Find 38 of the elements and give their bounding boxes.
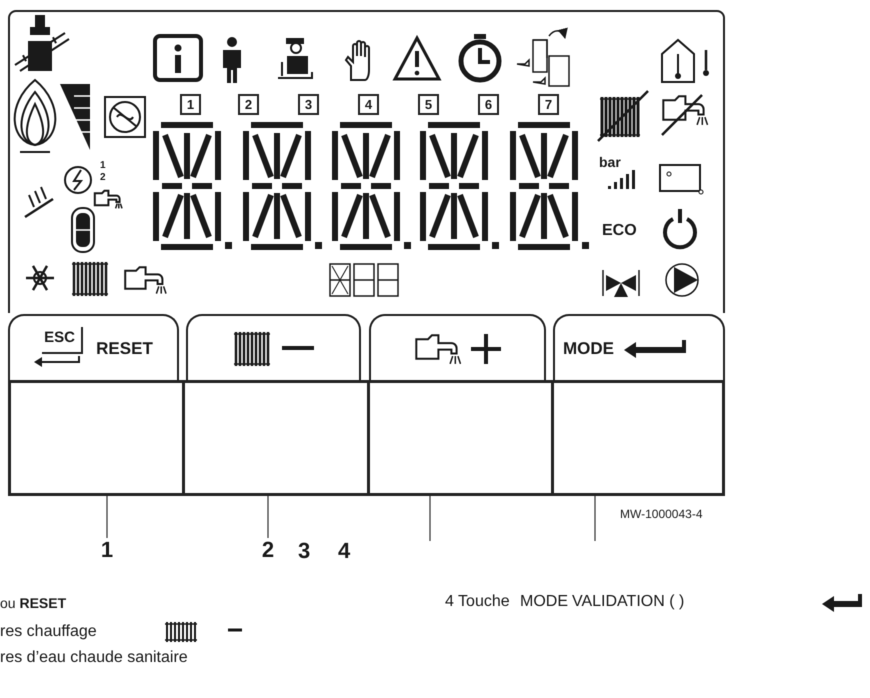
esc-key: ESC [42,326,83,354]
level-number: 2 [100,173,106,183]
segment-number: 4 [358,94,379,115]
segment-number: 2 [238,94,259,115]
legend-text: res chauffage [0,624,97,640]
button-label: MODE [563,338,614,358]
button-area [8,380,185,496]
button-label: RESET [96,338,153,358]
legend-text: 4 Touche [445,594,510,610]
level-number: 1 [100,161,106,171]
button-area [182,380,370,496]
leader-line [106,496,108,538]
leader-line [429,496,431,541]
callout-number: 4 [338,540,350,562]
button-tab [553,314,725,381]
button-tab [8,314,179,381]
key-name: MODE [520,594,568,610]
callout-number: 2 [262,539,274,561]
legend-text: res d’eau chaude sanitaire [0,650,188,666]
segment-number: 5 [418,94,439,115]
legend-text: ou RESET [0,596,66,610]
segment-number: 3 [298,94,319,115]
button-area [367,380,554,496]
pressure-unit: bar [599,155,621,169]
callout-number: 3 [298,540,310,562]
callout-number: 1 [100,539,114,561]
eco-indicator: ECO [602,223,637,239]
button-tab [186,314,361,381]
figure-reference: MW-1000043-4 [620,508,702,520]
legend-text: VALIDATION ( ) [572,594,684,610]
leader-line [267,496,269,538]
button-tab [369,314,546,381]
button-area [551,380,725,496]
leader-line [594,496,596,541]
display-panel [8,10,725,313]
segment-number: 1 [180,94,201,115]
segment-number: 7 [538,94,559,115]
segment-number: 6 [478,94,499,115]
